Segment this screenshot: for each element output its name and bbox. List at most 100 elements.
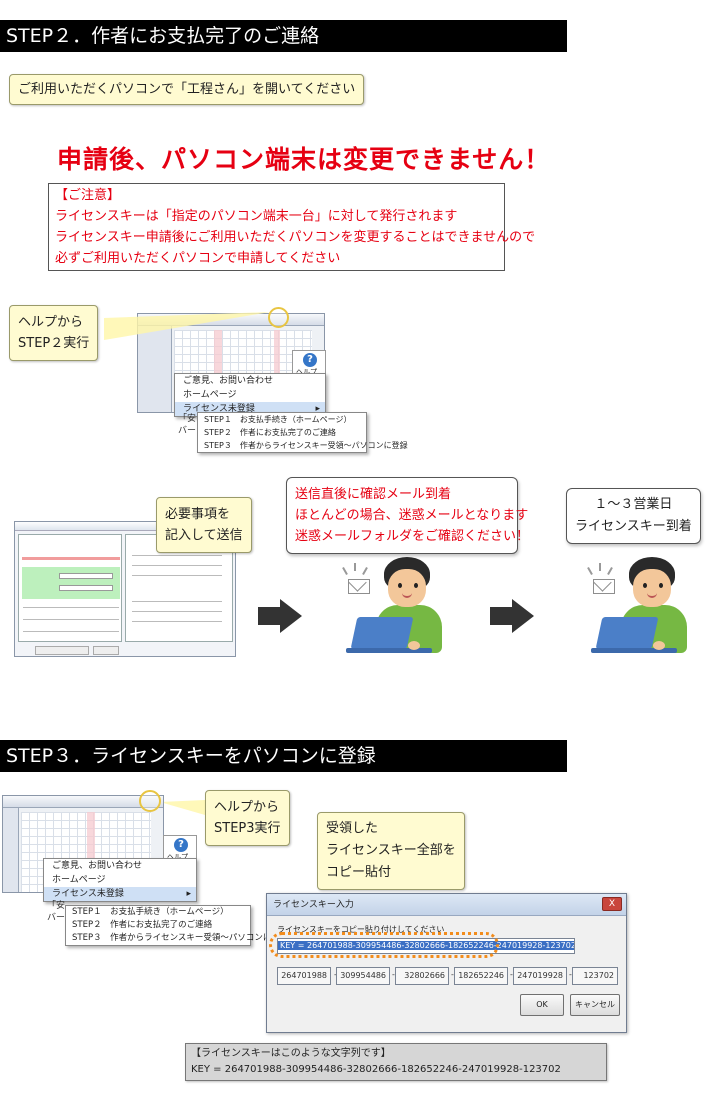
person-laptop-illustration — [340, 555, 450, 655]
form-input[interactable] — [59, 585, 113, 591]
step2-help-dropdown: ご意見、お問い合わせ ホームページ ライセンス未登録 ▸ — [174, 373, 326, 417]
help-menu-label: ヘルプ — [296, 368, 317, 376]
menu-behind-text-2: バー — [178, 426, 197, 436]
help-menu-button[interactable]: ? ヘルプ — [292, 350, 326, 376]
flow-arrow-1-body — [258, 607, 280, 625]
paste-callout: 受領した ライセンスキー全部を コピー貼付 — [317, 812, 465, 890]
submenu-step3[interactable]: STEP３ 作者からライセンスキー受領～パソコンに登録 — [72, 933, 289, 943]
key-example-box: 【ライセンスキーはこのような文字列です】 KEY = 264701988-309… — [185, 1043, 607, 1081]
arrival-line-2: ライセンスキー到着 — [575, 519, 692, 534]
laptop-base — [346, 648, 432, 653]
person-mouth — [647, 593, 657, 598]
spark-line — [342, 567, 348, 575]
menu-item-license-label: ライセンス未登録 — [183, 404, 255, 414]
form-left-panel — [18, 534, 122, 642]
form-divider — [132, 611, 222, 612]
mail-notice-line-2: ほとんどの場合、迷惑メールとなります — [295, 508, 529, 523]
menu-item-homepage[interactable]: ホームページ — [52, 875, 106, 885]
person-mouth — [402, 593, 412, 598]
key-segment-5: 247019928 — [513, 967, 567, 985]
form-input[interactable] — [59, 573, 113, 579]
form-divider — [132, 555, 222, 556]
key-separator: - — [451, 970, 454, 979]
dialog-close-icon[interactable]: X — [602, 897, 622, 911]
form-callout: 必要事項を 記入して送信 — [156, 497, 252, 553]
menu-item-feedback[interactable]: ご意見、お問い合わせ — [183, 376, 274, 386]
menu-item-license-unregistered[interactable]: ライセンス未登録 ▸ — [44, 887, 196, 901]
pasted-key-highlight — [269, 932, 499, 958]
dialog-ok-button[interactable]: OK — [520, 994, 564, 1016]
submenu-step3[interactable]: STEP３ 作者からライセンスキー受領～パソコンに登録 — [204, 441, 408, 450]
form-titlebar — [15, 522, 235, 531]
key-example-value: KEY = 264701988-309954486-32802666-18265… — [191, 1064, 561, 1075]
person-laptop-illustration — [585, 555, 695, 655]
submenu-step1[interactable]: STEP１ お支払手続き（ホームページ） — [204, 415, 352, 424]
menu-behind-text: 「安 バー — [178, 413, 196, 437]
spark-line — [362, 567, 368, 575]
key-separator: - — [334, 970, 337, 979]
person-eye — [414, 583, 418, 588]
key-segment-1: 264701988 — [277, 967, 331, 985]
mail-envelope-icon — [348, 579, 370, 594]
license-key-input-value: KEY = 264701988-309954486-32802666-18265… — [278, 941, 574, 950]
app-toolbar — [3, 796, 163, 808]
arrival-bubble: １～３営業日 ライセンスキー到着 — [566, 488, 701, 544]
person-eye — [643, 583, 647, 588]
step3-help-callout: ヘルプから STEP3実行 — [205, 790, 290, 846]
form-divider — [23, 619, 119, 620]
dialog-prompt: ライセンスキーをコピー貼り付けしてください — [277, 925, 445, 934]
form-green-area — [22, 567, 120, 599]
form-cancel-button[interactable] — [93, 646, 119, 655]
step2-header: STEP２．作者にお支払完了のご連絡 — [0, 20, 567, 52]
flow-arrow-2-icon — [512, 599, 534, 633]
help-question-icon: ? — [174, 838, 188, 852]
dialog-cancel-button[interactable]: キャンセル — [570, 994, 620, 1016]
notice-line-3: 必ずご利用いただくパソコンで申請してください — [55, 251, 341, 266]
spark-line — [587, 567, 593, 575]
app-grid-highlight — [274, 330, 280, 412]
key-segment-4: 182652246 — [454, 967, 508, 985]
form-red-note — [22, 557, 120, 560]
person-face — [388, 569, 426, 607]
menu-item-homepage[interactable]: ホームページ — [183, 390, 237, 400]
form-send-button[interactable] — [35, 646, 89, 655]
key-separator: - — [392, 970, 395, 979]
submenu-arrow-icon: ▸ — [315, 404, 320, 414]
app-grid-highlight — [87, 812, 95, 892]
form-divider — [132, 601, 222, 602]
form-divider — [132, 621, 222, 622]
key-separator: - — [569, 970, 572, 979]
form-divider — [132, 565, 222, 566]
form-callout-line-2: 記入して送信 — [165, 528, 243, 543]
form-divider — [23, 631, 119, 632]
paste-callout-line-2: ライセンスキー全部を — [326, 843, 456, 858]
key-segment-2: 309954486 — [336, 967, 390, 985]
submenu-step2[interactable]: STEP２ 作者にお支払完了のご連絡 — [72, 920, 213, 930]
submenu-arrow-icon: ▸ — [186, 889, 191, 899]
step3-header: STEP３．ライセンスキーをパソコンに登録 — [0, 740, 567, 772]
laptop-icon — [595, 617, 659, 649]
submenu-step1[interactable]: STEP１ お支払手続き（ホームページ） — [72, 907, 229, 917]
submenu-step2[interactable]: STEP２ 作者にお支払完了のご連絡 — [204, 428, 336, 437]
person-eye — [659, 583, 663, 588]
step3-help-callout-line-2: STEP3実行 — [214, 821, 281, 836]
flow-arrow-2-body — [490, 607, 512, 625]
step3-help-callout-line-1: ヘルプから — [214, 800, 280, 815]
laptop-icon — [350, 617, 414, 649]
open-app-note: ご利用いただくパソコンで「工程さん」を開いてください — [9, 74, 365, 105]
menu-item-feedback[interactable]: ご意見、お問い合わせ — [52, 861, 143, 871]
spark-line — [599, 563, 601, 571]
key-example-title: 【ライセンスキーはこのような文字列です】 — [191, 1048, 391, 1059]
dialog-titlebar: ライセンスキー入力 X — [267, 894, 626, 916]
step2-help-callout: ヘルプから STEP２実行 — [9, 305, 99, 361]
app-grid-highlight — [214, 330, 222, 412]
step3-help-dropdown: ご意見、お問い合わせ ホームページ ライセンス未登録 ▸ — [43, 858, 197, 902]
help-menu-button[interactable]: ? ヘルプ — [163, 835, 197, 861]
arrival-line-1: １～３営業日 — [594, 497, 673, 512]
notice-box: 【ご注意】 ライセンスキーは「指定のパソコン端末一台」に対して発行されます ライ… — [48, 183, 535, 271]
help-highlight-circle — [139, 790, 161, 812]
license-key-dialog: ライセンスキー入力 X ライセンスキーをコピー貼り付けしてください KEY = … — [266, 893, 627, 1033]
person-face — [633, 569, 671, 607]
license-key-input[interactable]: KEY = 264701988-309954486-32802666-18265… — [277, 938, 575, 954]
